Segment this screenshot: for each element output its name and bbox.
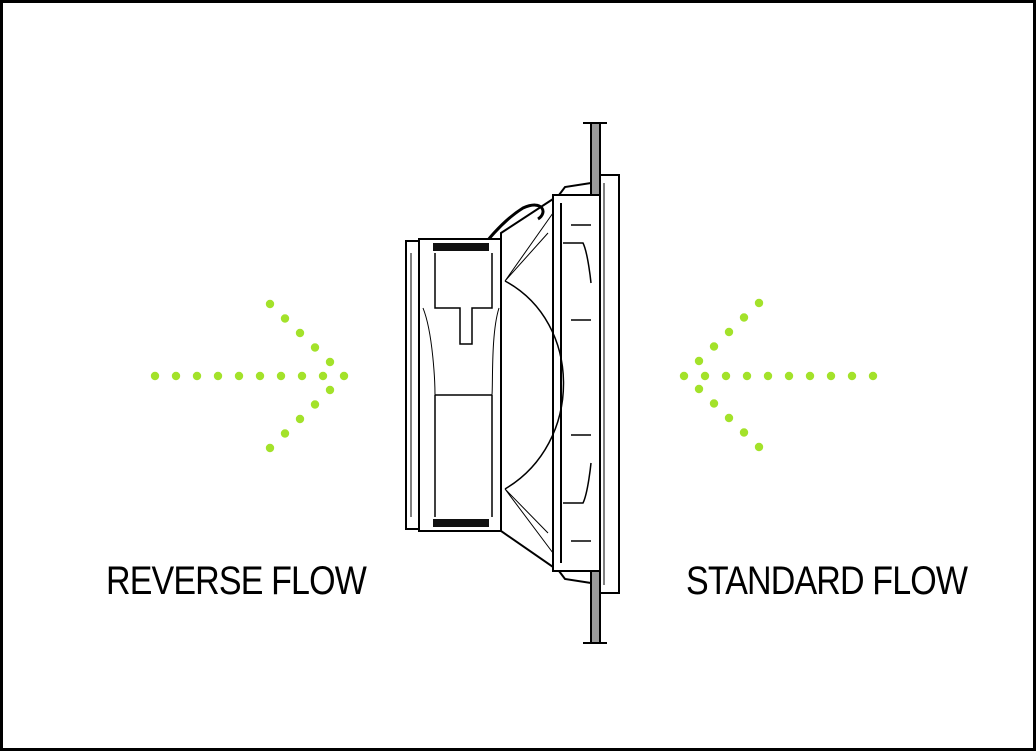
arrow-dot xyxy=(265,299,275,309)
arrow-dot xyxy=(192,371,202,381)
arrow-dot xyxy=(763,371,773,381)
reverse-flow-arrow-icon xyxy=(150,299,349,453)
arrow-dot xyxy=(721,371,731,381)
arrow-dot xyxy=(310,343,320,352)
diagram-svg xyxy=(150,122,878,644)
standard-flow-label: STANDARD FLOW xyxy=(686,559,968,603)
arrow-dot xyxy=(724,413,734,423)
arrow-dot xyxy=(742,371,752,381)
arrow-dot xyxy=(318,371,328,381)
arrow-dot xyxy=(709,399,719,408)
arrow-dot xyxy=(739,313,749,322)
arrow-dot xyxy=(754,298,764,308)
arrow-dot xyxy=(679,371,689,381)
arrow-dot xyxy=(280,429,290,438)
arrow-dot xyxy=(255,371,265,381)
arrow-dot xyxy=(339,371,349,381)
arrow-dot xyxy=(325,385,335,395)
arrow-dot xyxy=(171,371,181,381)
arrow-dot xyxy=(700,371,710,381)
arrow-dot xyxy=(868,371,878,381)
arrow-dot xyxy=(826,371,836,381)
arrow-dot xyxy=(739,428,749,437)
arrow-dot xyxy=(709,342,719,351)
arrow-dot xyxy=(724,327,734,337)
arrow-dot xyxy=(784,371,794,381)
arrow-dot xyxy=(213,371,223,381)
arrow-dot xyxy=(234,371,244,381)
arrow-dot xyxy=(295,414,305,424)
arrow-dot xyxy=(754,442,764,452)
arrow-dot xyxy=(847,371,857,381)
flange xyxy=(599,174,620,594)
arrow-dot xyxy=(265,443,275,453)
filter-fan-drawing xyxy=(405,122,620,644)
fan xyxy=(418,238,502,532)
arrow-dot xyxy=(694,384,704,394)
arrow-dot xyxy=(280,314,290,323)
arrow-dot xyxy=(694,356,704,366)
standard-flow-arrow-icon xyxy=(679,298,878,452)
arrow-dot xyxy=(325,357,335,367)
arrow-dot xyxy=(310,400,320,409)
arrow-dot xyxy=(150,371,160,381)
arrow-dot xyxy=(295,328,305,338)
arrow-dot xyxy=(276,371,286,381)
arrow-dot xyxy=(805,371,815,381)
arrow-dot xyxy=(297,371,307,381)
reverse-flow-label: REVERSE FLOW xyxy=(106,559,367,603)
